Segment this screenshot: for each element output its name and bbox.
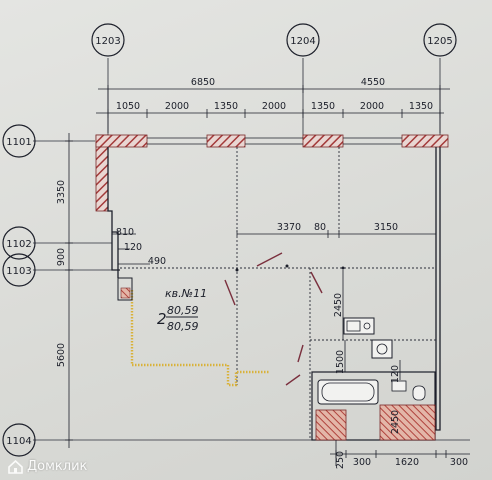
apartment-boundary: [130, 290, 270, 387]
dim-1500: 1500: [335, 350, 346, 374]
svg-text:1204: 1204: [290, 36, 315, 47]
dim-3150: 3150: [374, 222, 398, 233]
dim-490: 490: [148, 256, 166, 267]
dim-4550: 4550: [361, 77, 385, 88]
dim-seg-6: 2000: [360, 101, 384, 112]
dim-3370: 3370: [277, 222, 301, 233]
dim-chain-top-segments: [96, 93, 444, 133]
dim-120-bath: 120: [390, 365, 401, 383]
apartment-area-bottom: 80,59: [167, 320, 199, 333]
dim-80: 80: [314, 222, 326, 233]
dim-chain-left: [65, 133, 73, 448]
outer-walls: [107, 147, 441, 431]
watermark-text: Домклик: [27, 459, 88, 474]
watermark: Домклик: [8, 459, 87, 474]
dim-250: 250: [335, 451, 346, 469]
dim-6850: 6850: [191, 77, 215, 88]
dim-chain-bottom: [330, 450, 470, 458]
dim-chain-bath-vertical: [335, 270, 401, 466]
dim-120-top: 120: [124, 242, 142, 253]
interior-partitions: [120, 147, 436, 440]
door-swings: [224, 252, 323, 386]
bathroom: [311, 371, 436, 441]
dim-3350: 3350: [56, 180, 67, 204]
dim-seg-7: 1350: [409, 101, 433, 112]
apartment-area-top: 80,59: [167, 304, 199, 317]
axis-bubble-1203: 1203: [91, 23, 125, 57]
svg-text:1103: 1103: [6, 266, 31, 277]
dim-seg-4: 2000: [262, 101, 286, 112]
svg-text:1102: 1102: [6, 239, 31, 250]
washing-machine: [371, 339, 393, 359]
svg-text:1101: 1101: [6, 137, 31, 148]
dim-seg-5: 1350: [311, 101, 335, 112]
apartment-label: кв.№11: [165, 287, 207, 300]
house-logo-icon: [8, 459, 23, 474]
dim-300-left: 300: [353, 457, 371, 468]
shaft-block: [117, 277, 133, 301]
sink: [343, 317, 375, 335]
axis-bubble-1104: 1104: [2, 423, 36, 457]
svg-text:1104: 1104: [6, 436, 31, 447]
dim-900: 900: [56, 248, 67, 266]
dim-chain-inner: [112, 230, 437, 265]
axis-bubble-1101: 1101: [2, 124, 36, 158]
dim-5600: 5600: [56, 343, 67, 367]
dim-seg-3: 1350: [214, 101, 238, 112]
apartment-rooms: 2: [157, 310, 167, 328]
dim-2450-upper: 2450: [333, 293, 344, 317]
axis-bubble-1204: 1204: [286, 23, 320, 57]
dim-1620: 1620: [395, 457, 419, 468]
dim-300-right: 300: [450, 457, 468, 468]
axis-bubble-1103: 1103: [2, 253, 36, 287]
dim-seg-2: 2000: [165, 101, 189, 112]
door-dots: [235, 264, 345, 272]
exterior-wall: [95, 134, 449, 212]
axis-bubble-1102: 1102: [2, 226, 36, 260]
dim-seg-1: 1050: [116, 101, 140, 112]
dim-2450-lower: 2450: [390, 410, 401, 434]
dim-chain-top-overall: [98, 85, 450, 93]
dim-810: 810: [116, 227, 134, 238]
svg-text:1203: 1203: [95, 36, 120, 47]
svg-text:1205: 1205: [427, 36, 452, 47]
axis-bubble-1205: 1205: [423, 23, 457, 57]
